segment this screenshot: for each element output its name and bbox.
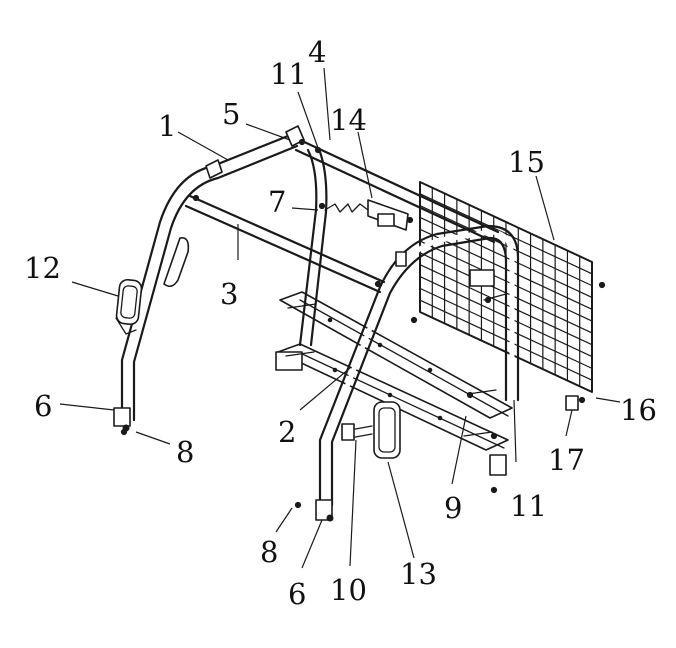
callout-16: 16 <box>620 393 657 427</box>
callout-7: 7 <box>268 185 286 219</box>
callout-6-bottom: 6 <box>288 577 306 611</box>
callout-8-bottom: 8 <box>260 535 278 569</box>
strap-spring <box>324 199 409 231</box>
right-side-mirror <box>341 401 401 459</box>
fasteners <box>120 138 606 509</box>
callout-12: 12 <box>24 251 61 285</box>
grab-handle <box>163 236 190 288</box>
top-brackets <box>205 125 305 179</box>
base-support-bars <box>277 291 513 451</box>
callout-4: 4 <box>308 35 326 69</box>
leader-lines <box>59 67 621 569</box>
cross-bar <box>184 194 386 294</box>
callout-11-top: 11 <box>270 57 307 91</box>
rear-roll-hoop <box>318 224 520 508</box>
callout-1: 1 <box>158 109 176 143</box>
mesh-horizontal-line <box>419 193 593 275</box>
callout-2: 2 <box>278 415 296 449</box>
callout-8-left: 8 <box>176 435 194 469</box>
callout-15: 15 <box>508 145 545 179</box>
callout-13: 13 <box>400 557 437 591</box>
callout-6-left: 6 <box>34 389 52 423</box>
left-side-mirror <box>115 278 143 335</box>
callout-5: 5 <box>222 97 240 131</box>
callout-9: 9 <box>444 491 462 525</box>
callout-14: 14 <box>330 103 367 137</box>
side-roof-rail <box>294 138 500 244</box>
callout-labels: 1 5 11 4 14 7 3 12 6 8 2 15 16 17 11 9 8… <box>24 35 657 611</box>
mesh-horizontal-line <box>419 205 593 287</box>
callout-11-bottom: 11 <box>510 489 547 523</box>
callout-3: 3 <box>220 277 238 311</box>
mounting-feet <box>113 351 507 522</box>
callout-10: 10 <box>330 573 367 607</box>
callout-17: 17 <box>548 443 585 477</box>
